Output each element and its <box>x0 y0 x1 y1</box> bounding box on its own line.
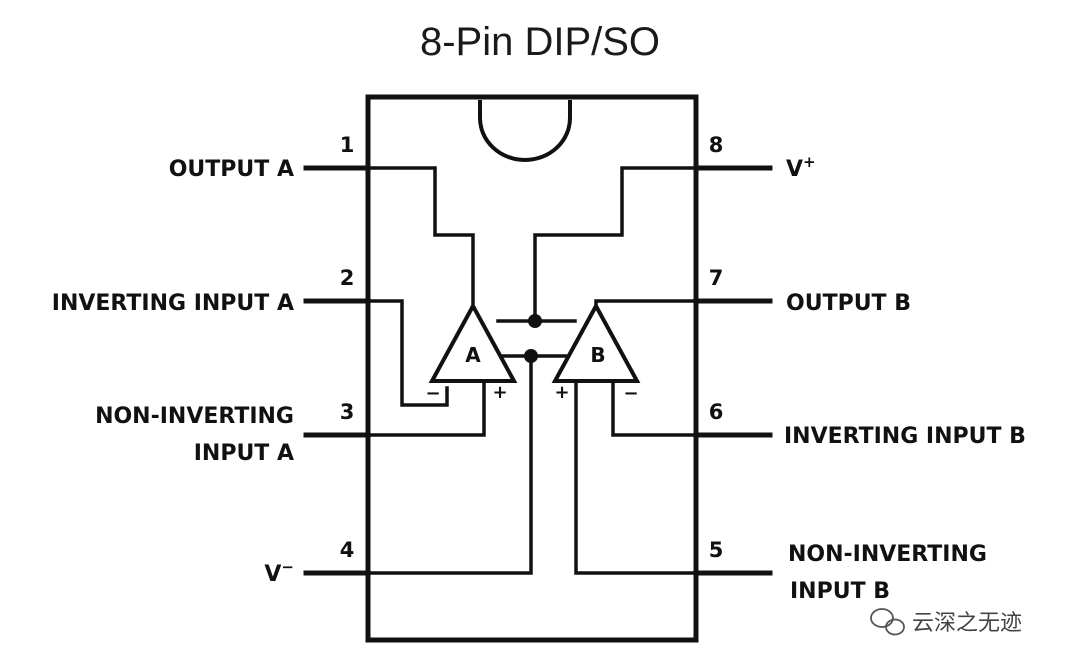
wechat-icon <box>870 608 905 636</box>
wire-noninverting-a <box>366 382 486 437</box>
opamp-b-plus: + <box>554 382 569 403</box>
pin-numbers: 1 2 3 4 8 7 6 5 <box>340 133 724 562</box>
pin-number-8: 8 <box>709 133 724 157</box>
opamp-a-plus: + <box>492 382 507 403</box>
wire-inverting-a <box>366 299 449 407</box>
pin-number-6: 6 <box>709 400 724 424</box>
pin3-label-line2: INPUT A <box>194 441 294 466</box>
wire-output-b <box>594 299 698 308</box>
pin3-label-line1: NON-INVERTING <box>95 404 294 429</box>
opamp-a-minus: − <box>425 383 440 404</box>
pin4-label-sup: − <box>281 558 294 576</box>
left-pin-labels: OUTPUT A INVERTING INPUT A NON-INVERTING… <box>52 157 294 587</box>
internal-wiring <box>366 166 698 575</box>
pin-number-1: 1 <box>340 133 355 157</box>
pin-number-3: 3 <box>340 400 355 424</box>
package-notch <box>478 100 572 162</box>
opamp-a-label: A <box>465 343 481 367</box>
pin6-label: INVERTING INPUT B <box>784 424 1026 449</box>
wire-vplus <box>533 166 698 323</box>
pin5-label-line2: INPUT B <box>790 579 890 604</box>
pin4-label-main: V <box>264 562 281 587</box>
diagram-title: 8-Pin DIP/SO <box>420 20 660 64</box>
opamp-b-label: B <box>590 343 605 367</box>
pin-number-7: 7 <box>709 266 724 290</box>
right-pin-labels: V+ OUTPUT B INVERTING INPUT B NON-INVERT… <box>784 153 1026 604</box>
opamp-a-triangle <box>428 301 518 383</box>
pin-leads <box>303 165 773 576</box>
pin7-label: OUTPUT B <box>786 291 911 316</box>
opamp-b: B + − <box>551 301 641 404</box>
watermark: 云深之无迹 <box>870 608 1022 636</box>
wire-inverting-b <box>611 380 698 437</box>
pin2-label: INVERTING INPUT A <box>52 291 294 316</box>
ic-package <box>365 94 699 643</box>
opamp-b-triangle <box>551 301 641 383</box>
pin8-label-main: V <box>786 157 803 182</box>
junction-vplus <box>528 314 542 328</box>
wire-output-a <box>366 166 475 305</box>
pin8-label-sup: + <box>803 153 816 171</box>
opamp-a: A − + <box>425 301 518 404</box>
pin5-label-line1: NON-INVERTING <box>788 542 987 567</box>
pin-number-5: 5 <box>709 538 724 562</box>
pin-number-4: 4 <box>340 538 355 562</box>
opamp-b-minus: − <box>623 383 638 404</box>
pin4-label: V− <box>264 558 294 587</box>
pin-number-2: 2 <box>340 266 355 290</box>
pin8-label: V+ <box>786 153 816 182</box>
pin1-label: OUTPUT A <box>169 157 294 182</box>
junction-vminus <box>524 349 538 363</box>
watermark-text: 云深之无迹 <box>912 611 1022 636</box>
wire-vminus <box>366 354 533 575</box>
wire-noninverting-b <box>574 380 698 575</box>
